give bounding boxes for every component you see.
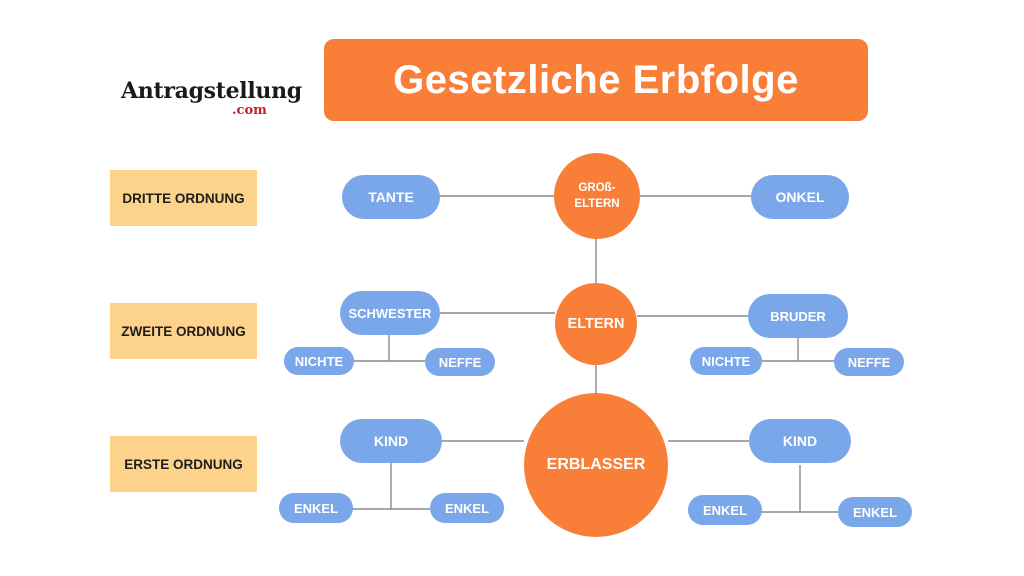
node-tante: TANTE [342, 175, 440, 219]
node-kind-right: KIND [749, 419, 851, 463]
node-grosseltern: GROß- ELTERN [554, 153, 640, 239]
order-label-third-text: DRITTE ORDNUNG [122, 190, 245, 206]
order-label-third: DRITTE ORDNUNG [110, 170, 257, 226]
title-banner: Gesetzliche Erbfolge [324, 39, 868, 121]
node-bruder: BRUDER [748, 294, 848, 338]
order-label-first-text: ERSTE ORDNUNG [124, 456, 243, 472]
node-kind-left: KIND [340, 419, 442, 463]
node-grosseltern-line1: GROß- [578, 182, 616, 194]
order-label-second-text: ZWEITE ORDNUNG [121, 323, 246, 339]
order-label-second: ZWEITE ORDNUNG [110, 303, 257, 359]
node-erblasser: ERBLASSER [524, 393, 668, 537]
node-grosseltern-line2: ELTERN [574, 198, 620, 210]
node-enkel-right-1: ENKEL [688, 495, 762, 525]
node-nichte-left: NICHTE [284, 347, 354, 375]
node-nichte-right: NICHTE [690, 347, 762, 375]
page-title: Gesetzliche Erbfolge [393, 57, 799, 102]
node-eltern: ELTERN [555, 283, 637, 365]
logo: Antragstellung .com [121, 78, 302, 122]
node-neffe-right: NEFFE [834, 348, 904, 376]
order-label-first: ERSTE ORDNUNG [110, 436, 257, 492]
node-enkel-left-2: ENKEL [430, 493, 504, 523]
logo-suffix: .com [232, 103, 267, 118]
node-enkel-left-1: ENKEL [279, 493, 353, 523]
node-neffe-left: NEFFE [425, 348, 495, 376]
node-enkel-right-2: ENKEL [838, 497, 912, 527]
node-schwester: SCHWESTER [340, 291, 440, 335]
logo-name: Antragstellung [121, 78, 302, 104]
node-onkel: ONKEL [751, 175, 849, 219]
